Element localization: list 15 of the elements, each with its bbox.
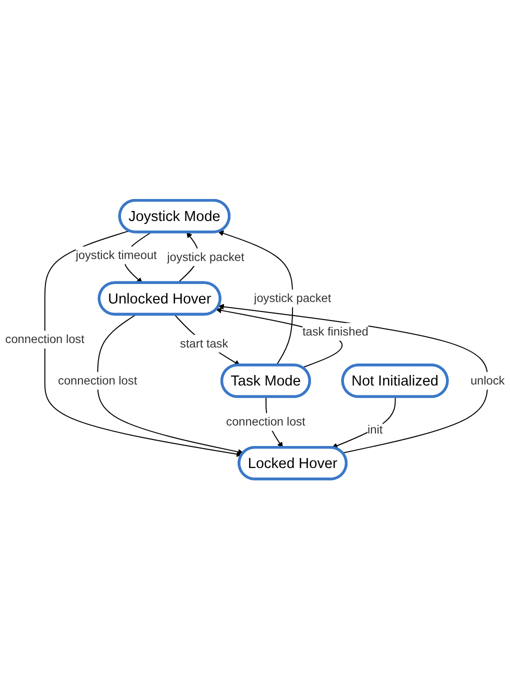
edge-label: task finished — [302, 324, 368, 338]
edge-label: init — [368, 423, 383, 436]
edge-label: unlock — [470, 374, 505, 387]
edge-label: connection lost — [5, 332, 84, 346]
arrow — [174, 314, 240, 366]
edge-label: connection lost — [226, 414, 306, 428]
edge-label: start task — [180, 336, 228, 350]
arrow — [218, 230, 294, 366]
edge-label: joystick packet — [254, 291, 332, 305]
edge-label: joystick timeout — [76, 248, 157, 262]
edge-label: joystick packet — [167, 250, 244, 264]
arrow — [218, 304, 488, 454]
edge-label: connection lost — [58, 374, 138, 387]
arrow — [332, 396, 396, 448]
arrow — [97, 314, 244, 455]
